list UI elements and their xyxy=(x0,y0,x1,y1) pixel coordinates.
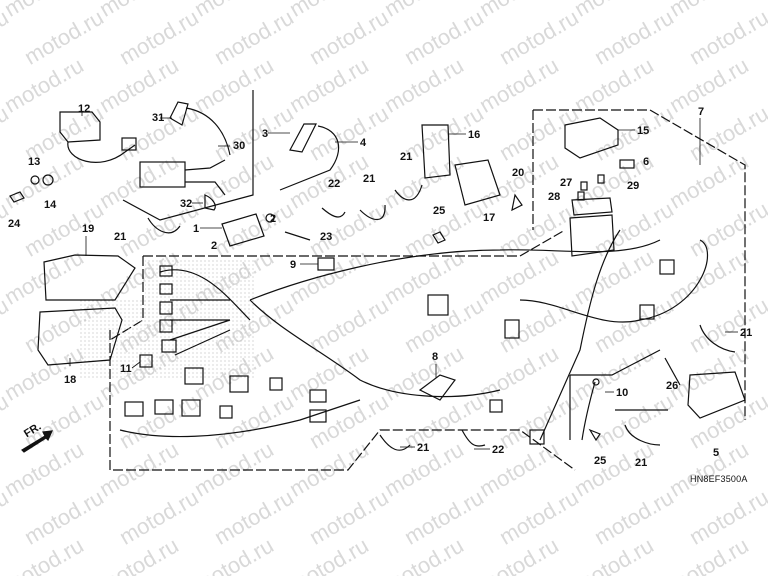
part-callout-28[interactable]: 28 xyxy=(548,191,561,203)
part-callout-7[interactable]: 7 xyxy=(698,106,705,118)
part-callout-3[interactable]: 3 xyxy=(262,128,269,140)
part-callout-14[interactable]: 14 xyxy=(44,199,57,211)
part-callout-24[interactable]: 24 xyxy=(8,218,21,230)
part-callout-27[interactable]: 27 xyxy=(560,177,573,189)
part-callout-17[interactable]: 17 xyxy=(483,212,496,224)
part-callout-30[interactable]: 30 xyxy=(233,140,246,152)
part-callout-25[interactable]: 25 xyxy=(433,205,446,217)
part-callout-6[interactable]: 6 xyxy=(643,156,650,168)
part-callout-5[interactable]: 5 xyxy=(713,447,720,459)
part-callout-9[interactable]: 9 xyxy=(290,259,297,271)
part-callout-1[interactable]: 1 xyxy=(193,223,200,235)
part-callout-29[interactable]: 29 xyxy=(627,180,640,192)
part-callout-22[interactable]: 22 xyxy=(328,178,341,190)
part-callout-16[interactable]: 16 xyxy=(468,129,481,141)
part-callout-20[interactable]: 20 xyxy=(512,167,525,179)
part-callout-23[interactable]: 23 xyxy=(320,231,333,243)
part-callout-19[interactable]: 19 xyxy=(82,223,95,235)
part-callout-4[interactable]: 4 xyxy=(360,137,367,149)
part-callout-2[interactable]: 2 xyxy=(211,240,218,252)
part-callout-21[interactable]: 21 xyxy=(363,173,376,185)
part-callout-13[interactable]: 13 xyxy=(28,156,41,168)
part-callout-31[interactable]: 31 xyxy=(152,112,165,124)
part-callout-18[interactable]: 18 xyxy=(64,374,77,386)
part-callout-21[interactable]: 21 xyxy=(635,457,648,469)
part-callout-2[interactable]: 2 xyxy=(270,213,277,225)
part-callout-21[interactable]: 21 xyxy=(400,151,413,163)
catalog-code: HN8EF3500A xyxy=(690,474,748,484)
part-callout-11[interactable]: 11 xyxy=(120,363,132,375)
part-callout-25[interactable]: 25 xyxy=(594,455,607,467)
part-callout-21[interactable]: 21 xyxy=(114,231,127,243)
part-callout-8[interactable]: 8 xyxy=(432,351,439,363)
part-callout-21[interactable]: 21 xyxy=(417,442,430,454)
part-callout-15[interactable]: 15 xyxy=(637,125,650,137)
part-callout-26[interactable]: 26 xyxy=(666,380,679,392)
part-callout-12[interactable]: 12 xyxy=(78,103,91,115)
part-callout-22[interactable]: 22 xyxy=(492,444,505,456)
part-callout-10[interactable]: 10 xyxy=(616,387,629,399)
part-callout-21[interactable]: 21 xyxy=(740,327,753,339)
part-callout-32[interactable]: 32 xyxy=(180,198,193,210)
